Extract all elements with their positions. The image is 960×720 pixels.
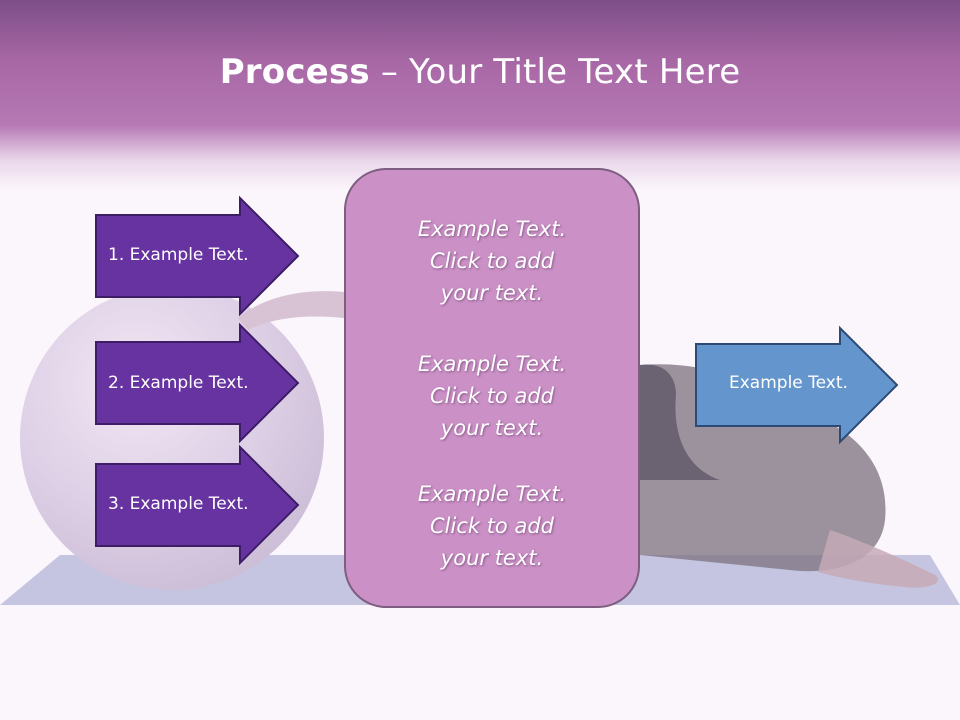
panel-line: Example Text. <box>417 482 567 506</box>
right-arrow-label: Example Text. <box>729 373 848 393</box>
left-arrow-3[interactable] <box>95 444 300 566</box>
panel-text-block-1[interactable]: Example Text. Click to add your text. <box>346 213 638 309</box>
panel-line: Click to add <box>429 249 554 273</box>
panel-line: your text. <box>440 416 544 440</box>
header-band <box>0 0 960 190</box>
page-title: Process – Your Title Text Here <box>0 52 960 92</box>
left-arrow-1[interactable] <box>95 195 300 317</box>
panel-line: Click to add <box>429 514 554 538</box>
panel-line: your text. <box>440 281 544 305</box>
panel-line: Example Text. <box>417 217 567 241</box>
person-waist <box>640 364 720 480</box>
left-arrow-1-label: 1. Example Text. <box>108 245 249 265</box>
center-text-panel[interactable]: Example Text. Click to add your text. Ex… <box>344 168 640 608</box>
panel-text-block-2[interactable]: Example Text. Click to add your text. <box>346 348 638 444</box>
panel-text-block-3[interactable]: Example Text. Click to add your text. <box>346 478 638 574</box>
person-arm <box>238 291 344 330</box>
left-arrow-2[interactable] <box>95 322 300 444</box>
title-bold: Process <box>219 52 370 92</box>
panel-line: Click to add <box>429 384 554 408</box>
left-arrow-3-label: 3. Example Text. <box>108 494 249 514</box>
right-arrow[interactable] <box>695 325 899 445</box>
left-arrow-2-label: 2. Example Text. <box>108 373 249 393</box>
title-rest: – Your Title Text Here <box>369 52 741 92</box>
panel-line: Example Text. <box>417 352 567 376</box>
person-foot <box>818 530 939 588</box>
panel-line: your text. <box>440 546 544 570</box>
